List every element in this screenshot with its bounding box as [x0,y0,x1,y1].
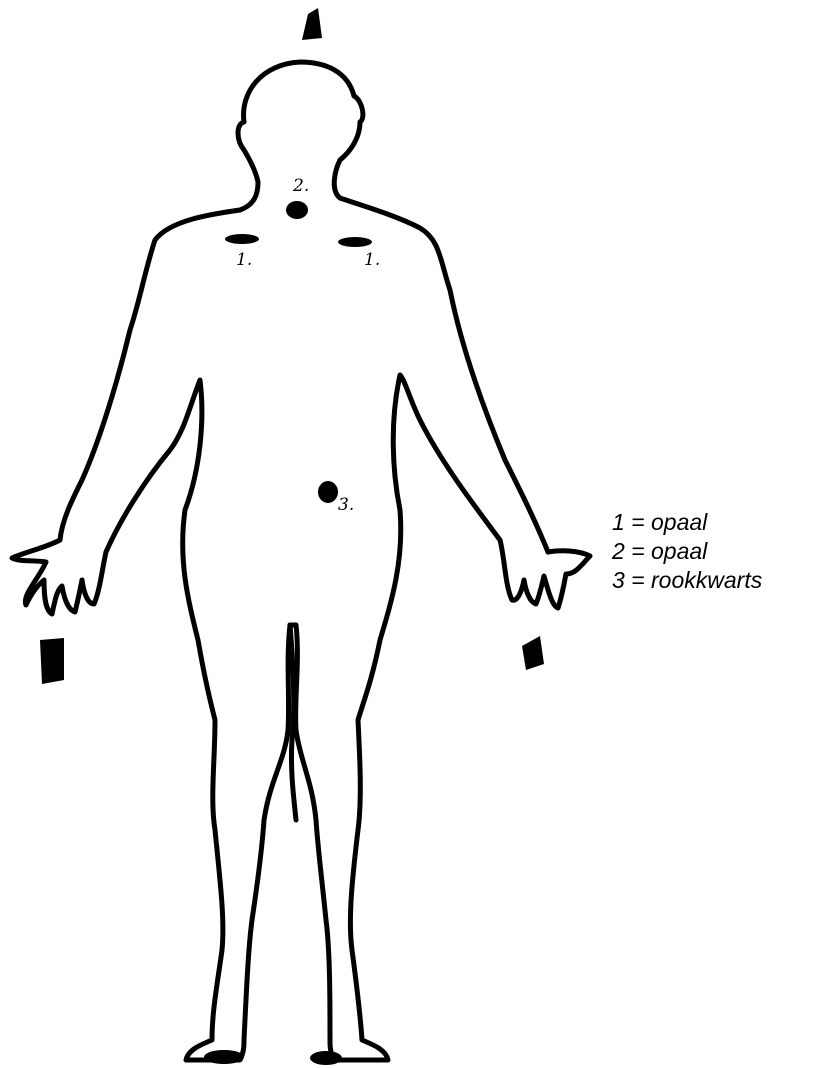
label-right-collarbone: 1. [364,250,380,270]
stone-left-collarbone [225,234,259,244]
stone-left-hand [40,638,64,684]
legend-number: 3 [612,567,625,593]
stone-above-head [302,8,322,40]
stone-right-foot [310,1051,342,1065]
stone-navel [318,481,338,503]
legend-stone: opaal [651,538,707,564]
stone-throat [286,201,308,219]
stone-right-hand [522,636,544,670]
legend: 1 = opaal 2 = opaal 3 = rookkwarts [612,508,762,595]
legend-stone: opaal [651,509,707,535]
legend-row: 3 = rookkwarts [612,566,762,595]
label-left-collarbone: 1. [236,250,252,270]
label-throat: 2. [292,176,309,196]
legend-row: 2 = opaal [612,537,762,566]
legend-number: 1 [612,509,625,535]
legend-stone: rookkwarts [651,567,762,593]
legend-row: 1 = opaal [612,508,762,537]
stone-right-collarbone [338,237,372,247]
label-navel: 3. [338,495,354,515]
legend-number: 2 [612,538,625,564]
stone-left-foot [204,1050,244,1064]
